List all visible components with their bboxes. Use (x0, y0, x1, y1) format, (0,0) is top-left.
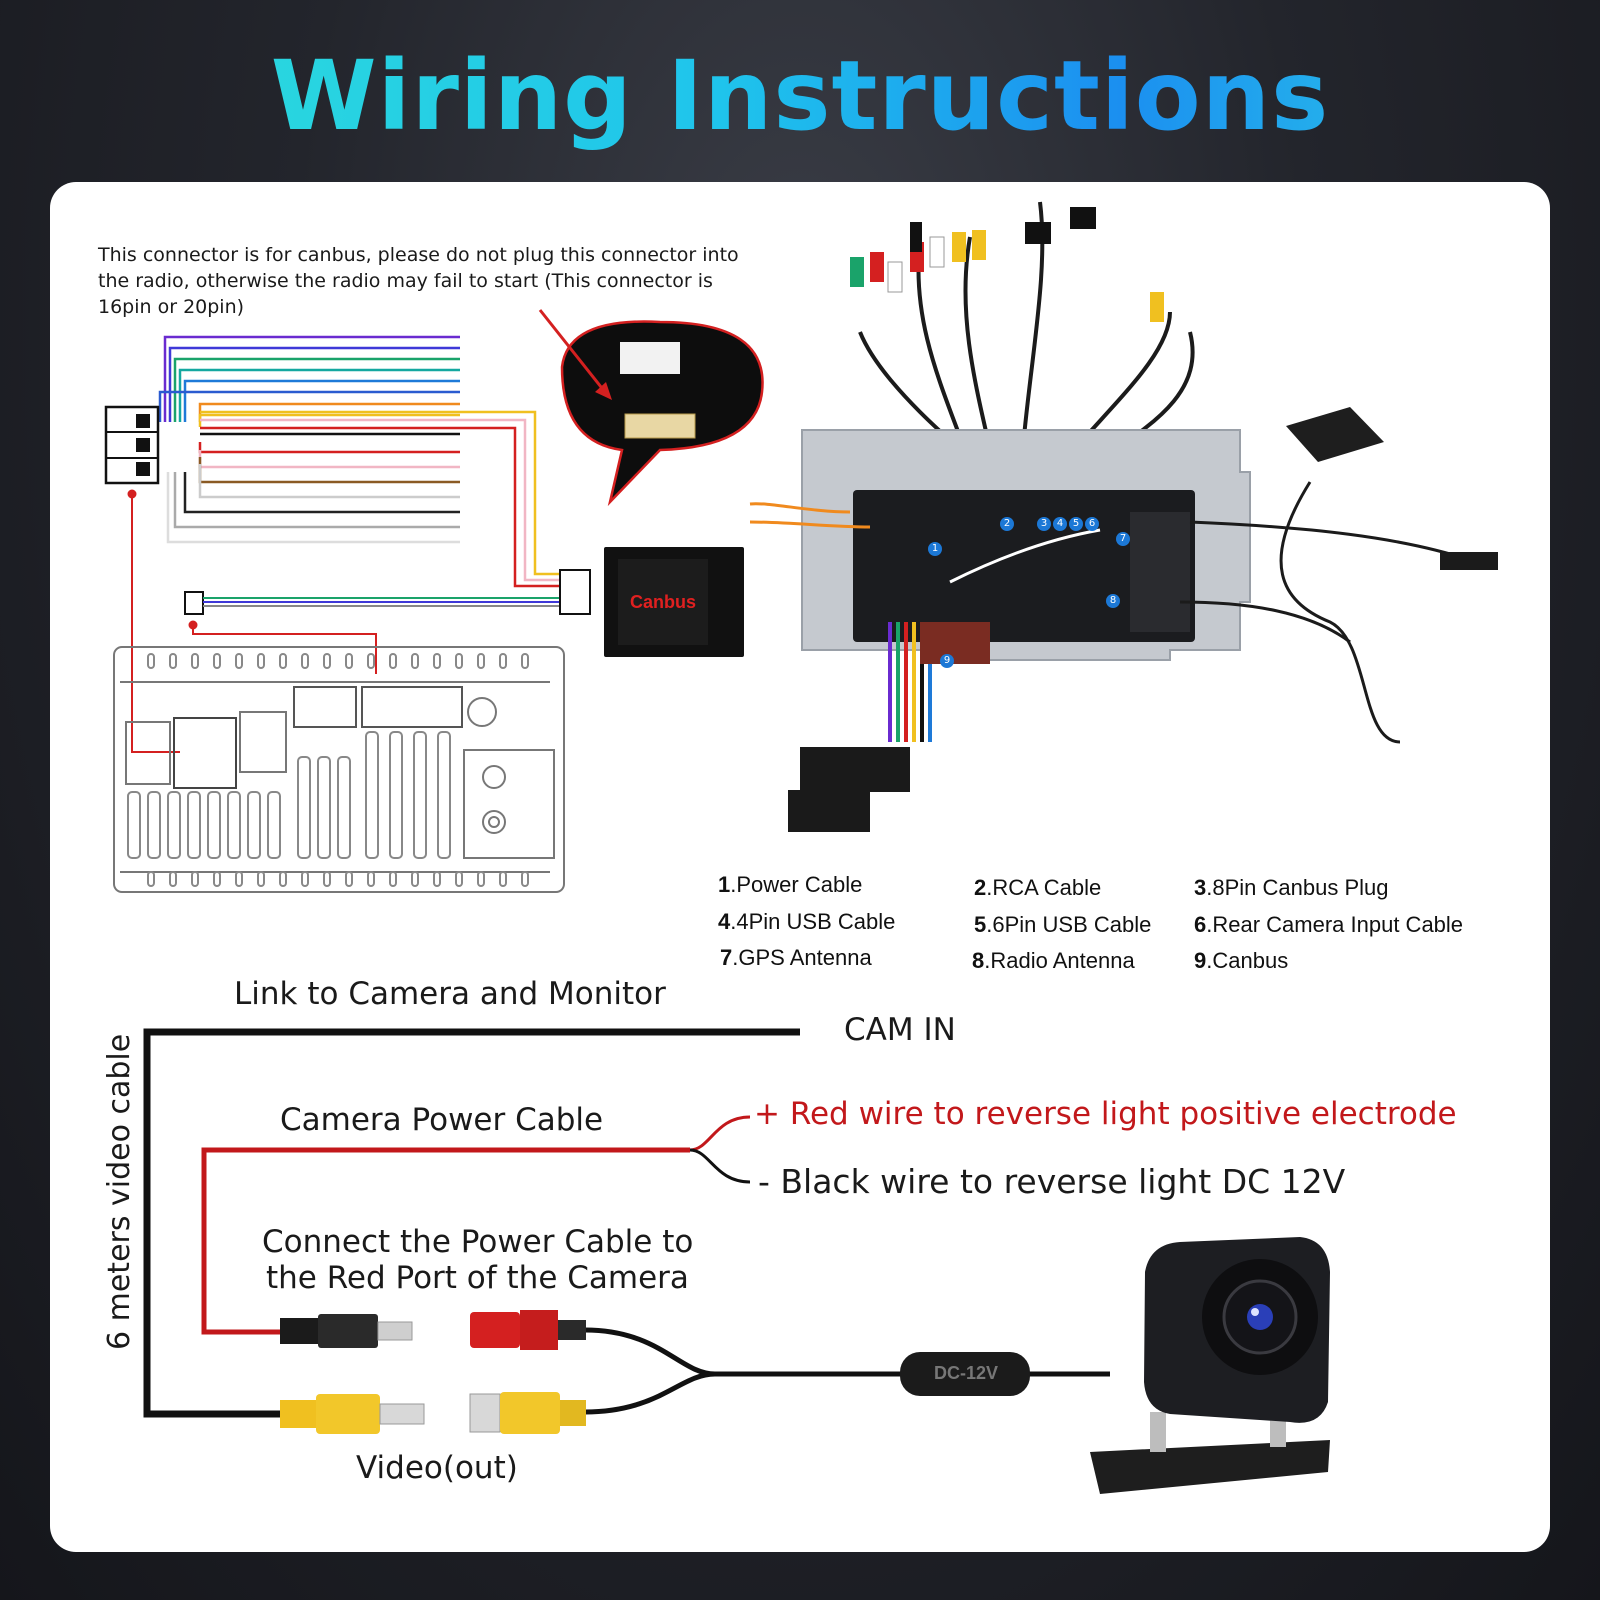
red-wire-label: + Red wire to reverse light positive ele… (754, 1096, 1457, 1132)
power-plug-female (470, 1310, 586, 1350)
head-unit-photo (749, 201, 1498, 832)
cable-length-label: 6 meters video cable (102, 1033, 137, 1350)
port-badge-5: 5 (1069, 517, 1083, 531)
cam-in-label: CAM IN (844, 1012, 956, 1048)
black-wire-label: - Black wire to reverse light DC 12V (758, 1162, 1346, 1201)
port-badge-3: 3 (1037, 517, 1051, 531)
video-out-label: Video(out) (356, 1450, 518, 1486)
link-camera-label: Link to Camera and Monitor (234, 976, 666, 1012)
diagram-panel: This connector is for canbus, please do … (50, 182, 1550, 1552)
port-badge-1: 1 (928, 542, 942, 556)
legend-item-7: 7.GPS Antenna (720, 945, 872, 970)
rca-plugs (850, 207, 1164, 322)
legend-item-3: 3.8Pin Canbus Plug (1194, 875, 1389, 900)
connect-note-line2: the Red Port of the Camera (266, 1260, 689, 1296)
port-badge-9: 9 (940, 654, 954, 668)
legend-item-9: 9.Canbus (1194, 948, 1289, 973)
power-plug-male (280, 1314, 413, 1348)
legend-item-2: 2.RCA Cable (974, 875, 1102, 900)
canbus-plug-icon (559, 569, 591, 615)
page-title: Wiring Instructions (0, 40, 1600, 152)
legend-item-6: 6.Rear Camera Input Cable (1194, 912, 1464, 937)
port-badge-7: 7 (1116, 532, 1130, 546)
canbus-module-label: Canbus (618, 559, 708, 645)
dc-inline-block (900, 1352, 1030, 1396)
connect-note-line1: Connect the Power Cable to (262, 1224, 694, 1260)
port-badge-8: 8 (1106, 594, 1120, 608)
port-badge-4: 4 (1053, 517, 1067, 531)
legend-item-1: 1.Power Cable (718, 872, 863, 897)
video-plug-female (469, 1392, 586, 1434)
radio-back-panel (113, 646, 565, 893)
small-plug (184, 591, 560, 615)
canbus-module: Canbus (604, 547, 744, 657)
camera-power-cable-label: Camera Power Cable (280, 1102, 604, 1138)
harness-connector (104, 405, 160, 485)
canbus-callout (538, 309, 764, 507)
port-badge-6: 6 (1085, 517, 1099, 531)
video-plug-male (280, 1394, 425, 1434)
camera-photo (1090, 1237, 1330, 1494)
canbus-warning-note: This connector is for canbus, please do … (98, 244, 739, 318)
wiring-diagram (104, 201, 1498, 1494)
legend-item-8: 8.Radio Antenna (972, 948, 1135, 973)
legend-item-4: 4.4Pin USB Cable (718, 909, 896, 934)
port-badge-2: 2 (1000, 517, 1014, 531)
dc-12v-label: DC-12V (934, 1363, 999, 1383)
harness-wires (158, 335, 560, 588)
legend-item-5: 5.6Pin USB Cable (974, 912, 1152, 937)
red-leads (127, 489, 377, 753)
